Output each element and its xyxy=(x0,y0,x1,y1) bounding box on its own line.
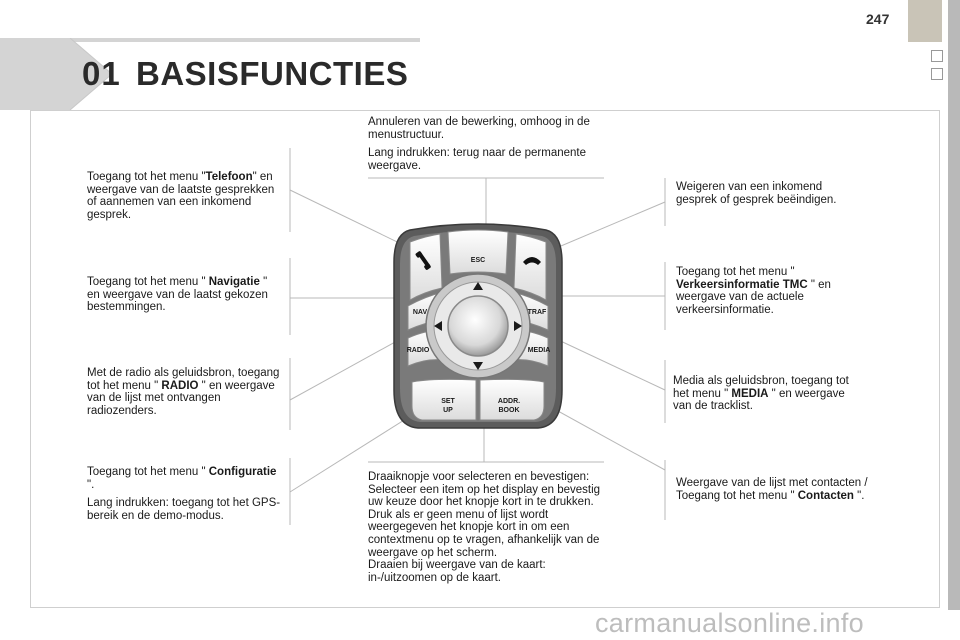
setup-button[interactable] xyxy=(411,378,477,421)
arrow-left-icon[interactable] xyxy=(434,321,442,331)
page-tab xyxy=(908,0,942,42)
addr-book-button[interactable] xyxy=(479,378,545,421)
callout-media-pre: Media als geluidsbron, toegang tot het m… xyxy=(673,375,849,400)
callout-telefoon: Toegang tot het menu "Telefoon" en weerg… xyxy=(87,171,283,221)
addr-label-line2: BOOK xyxy=(499,407,520,414)
phone-hangup-icon xyxy=(523,257,541,265)
callout-radio-post: " en weergave van de lijst met ontvangen… xyxy=(87,379,275,417)
watermark: carmanualsonline.info xyxy=(595,608,864,638)
controller-illustration: ESC NAV TRAF RADIO MEDIA SET UP ADDR. BO… xyxy=(393,223,563,429)
callout-tmc-bold: Verkeersinformatie TMC xyxy=(676,278,808,291)
setup-label-line1: SET xyxy=(441,398,455,405)
callout-configuratie-bold: Configuratie xyxy=(208,466,277,478)
callout-draaiknop-line-4: Draaien bij weergave van de kaart: in-/u… xyxy=(368,559,546,584)
callout-esc: Annuleren van de bewerking, omhoog in de… xyxy=(368,116,604,178)
radio-label: RADIO xyxy=(407,347,430,354)
callout-tmc-pre: Toegang tot het menu " xyxy=(676,266,795,278)
callout-draaiknop-line-3: Druk als er geen menu of lijst wordt wee… xyxy=(368,508,600,559)
arrow-right-icon[interactable] xyxy=(514,321,522,331)
callout-telefoon-post: " en weergave van de laatste gesprekken … xyxy=(87,171,275,221)
callout-navigatie-bold: Navigatie xyxy=(208,276,260,288)
callout-draaiknop-line-1: Draaiknopje voor selecteren en bevestige… xyxy=(368,471,590,483)
callout-esc-p2: Lang indrukken: terug naar de permanente… xyxy=(368,147,587,172)
setup-label-line2: UP xyxy=(443,407,453,414)
esc-button[interactable] xyxy=(447,229,509,275)
callout-contacten-bold: Contacten xyxy=(797,489,854,502)
chapter-title: BASISFUNCTIES xyxy=(136,55,409,92)
header-band xyxy=(0,38,420,110)
page-number: 247 xyxy=(866,11,890,27)
phone-pickup-icon xyxy=(415,251,431,270)
arrow-down-icon[interactable] xyxy=(473,362,483,370)
callout-radio: Met de radio als geluidsbron, toegang to… xyxy=(87,367,283,417)
callout-navigatie-post: " en weergave van de laatst gekozen best… xyxy=(87,276,268,314)
selection-knob[interactable] xyxy=(447,295,509,357)
media-label: MEDIA xyxy=(528,347,551,354)
callout-radio-bold: RADIO xyxy=(161,379,199,392)
arrow-up-icon[interactable] xyxy=(473,282,483,290)
callout-draaiknop-line-2: Selecteer een item op het display en bev… xyxy=(368,483,601,509)
callout-media: Media als geluidsbron, toegang tot het m… xyxy=(673,375,863,413)
callout-weigeren: Weigeren van een inkomend gesprek of ges… xyxy=(676,181,837,206)
callout-tmc-post: " en weergave van de actuele verkeersinf… xyxy=(676,278,831,316)
side-box-1 xyxy=(931,50,943,62)
callout-contacten-post: ". xyxy=(853,489,865,502)
side-box-2 xyxy=(931,68,943,80)
callout-draaiknop: Draaiknopje voor selecteren en bevestige… xyxy=(368,471,612,584)
callout-contacten-pre: Weergave van de lijst met contacten / To… xyxy=(676,477,868,502)
chapter-number: 01 xyxy=(82,55,121,92)
callout-media-bold: MEDIA xyxy=(731,387,769,400)
callout-configuratie-p2: Lang indrukken: toegang tot het GPS-bere… xyxy=(87,497,281,522)
callout-contacten: Weergave van de lijst met contacten / To… xyxy=(676,477,870,502)
traf-label: TRAF xyxy=(528,309,547,316)
callout-configuratie-pre: Toegang tot het menu " xyxy=(87,466,209,478)
callout-navigatie: Toegang tot het menu " Navigatie " en we… xyxy=(87,276,283,314)
callout-configuratie: Toegang tot het menu " Configuratie ". L… xyxy=(87,466,283,528)
callout-media-post: " en weergave van de tracklist. xyxy=(673,387,845,413)
callout-esc-p1: Annuleren van de bewerking, omhoog in de… xyxy=(368,116,590,141)
callout-telefoon-pre: Toegang tot het menu " xyxy=(87,171,206,183)
callout-configuratie-post: ". xyxy=(87,478,95,491)
side-bar xyxy=(948,0,960,610)
addr-label-line1: ADDR. xyxy=(498,398,520,405)
callout-configuratie-p1: Toegang tot het menu " Configuratie ". xyxy=(87,466,283,491)
esc-label: ESC xyxy=(471,257,485,264)
callout-telefoon-bold: Telefoon xyxy=(205,171,253,183)
nav-label: NAV xyxy=(413,309,428,316)
callout-tmc: Toegang tot het menu " Verkeersinformati… xyxy=(676,266,866,316)
callout-navigatie-pre: Toegang tot het menu " xyxy=(87,276,209,288)
callout-radio-pre: Met de radio als geluidsbron, toegang to… xyxy=(87,367,280,392)
